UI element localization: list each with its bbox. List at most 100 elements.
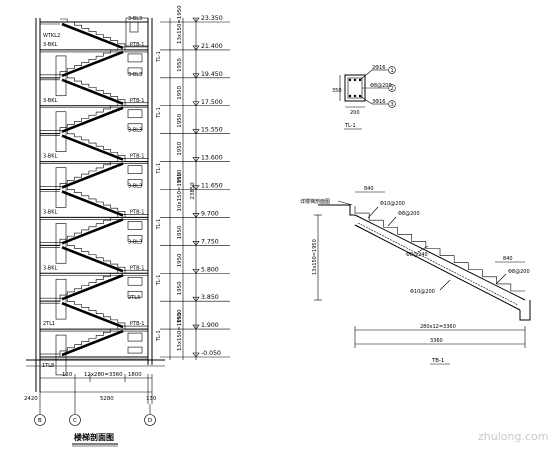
level-mark: 5.800 bbox=[201, 266, 219, 273]
dim-130: 130 bbox=[146, 396, 157, 402]
section-floors: 2TL13-BKL3-BKL3-BKL3-BKL3-BKL2TL33-BL33-… bbox=[39, 16, 162, 376]
col-tag: TL-1 bbox=[156, 51, 162, 63]
slab-caption: 详楼梯剖面图 bbox=[300, 198, 330, 205]
stair-flight bbox=[61, 329, 124, 357]
vdim-label: 1950 bbox=[177, 253, 183, 267]
stair-flight bbox=[61, 162, 124, 189]
beam-tag: 2TL3 bbox=[128, 295, 140, 301]
beam-label: TL-1 bbox=[344, 123, 356, 129]
axis-b-bubble bbox=[34, 414, 46, 426]
vdim-label: 1950 bbox=[177, 309, 183, 323]
watermark: zhulong.com bbox=[478, 430, 548, 443]
stair-treads bbox=[59, 325, 125, 354]
level-mark: 3.850 bbox=[201, 294, 219, 301]
window bbox=[127, 53, 143, 63]
vdim-label: 1950 bbox=[177, 113, 183, 127]
level-mark: 11.650 bbox=[201, 183, 223, 190]
stair-flight bbox=[61, 218, 124, 245]
stair-treads bbox=[60, 242, 126, 271]
slab-note-2: Φ8@200 bbox=[398, 211, 420, 217]
slab-steps bbox=[354, 206, 525, 292]
col-tag: TL-1 bbox=[156, 107, 162, 119]
slab-label: TB-1 bbox=[431, 358, 444, 364]
bottom-dims: 120 12x280=3360 1800 2420 5280 130 bbox=[24, 372, 157, 404]
marker-3: 3 bbox=[391, 102, 394, 108]
landing-slab bbox=[124, 325, 149, 330]
stair-treads bbox=[59, 269, 125, 299]
vdim-label: 1950 bbox=[177, 58, 183, 72]
beam-tag: 3-BL3 bbox=[128, 239, 142, 245]
stair-flight bbox=[61, 246, 124, 273]
section-title: 楼梯剖面图 bbox=[74, 432, 114, 442]
stair-treads bbox=[59, 102, 125, 131]
window bbox=[127, 235, 143, 242]
slab-note-1: Φ10@200 bbox=[380, 201, 405, 207]
window bbox=[127, 276, 143, 286]
stair-treads bbox=[59, 214, 125, 243]
stair-flight bbox=[61, 134, 124, 161]
beam-detail: 350 200 2Φ16 Φ8@200 3Φ16 1 2 3 TL-1 bbox=[332, 65, 396, 130]
window bbox=[127, 346, 143, 354]
plat-tag: PTB-1 bbox=[130, 98, 145, 104]
stair-flight bbox=[61, 78, 124, 105]
stair-section bbox=[26, 17, 165, 392]
beam-tag: 3-BKL bbox=[43, 154, 58, 160]
beam-tag: 3-BL3 bbox=[128, 184, 142, 190]
landing-slab bbox=[124, 269, 149, 274]
landing-slab bbox=[39, 130, 61, 134]
window bbox=[127, 290, 143, 298]
plat-tag: PTB-1 bbox=[130, 209, 145, 215]
vdim-label: 13x150=1950 bbox=[177, 312, 183, 351]
slab-note-3: Φ8@200 bbox=[508, 269, 530, 275]
stair-flight bbox=[61, 190, 124, 217]
stair-treads bbox=[60, 74, 126, 103]
stair-treads bbox=[59, 46, 125, 75]
stair-treads bbox=[60, 297, 126, 327]
landing-slab bbox=[39, 242, 61, 246]
landing-slab bbox=[124, 158, 149, 162]
col-tag: TL-1 bbox=[156, 275, 162, 287]
beam-tag: 3-BL3 bbox=[128, 72, 142, 78]
vdim-label: 1950 bbox=[177, 225, 183, 239]
level-mark: 23.350 bbox=[201, 15, 223, 22]
window bbox=[55, 334, 67, 376]
plat-tag: PTB-1 bbox=[130, 265, 145, 271]
level-mark: 19.450 bbox=[201, 71, 223, 78]
stair-flight bbox=[61, 50, 124, 78]
window bbox=[127, 123, 143, 131]
beam-tag: 3-BKL bbox=[43, 265, 58, 271]
landing-slab bbox=[124, 214, 149, 218]
marker-2: 2 bbox=[391, 86, 394, 92]
beam-stirrup: Φ8@200 bbox=[370, 83, 392, 89]
landing-slab bbox=[39, 186, 61, 190]
level-mark: 17.500 bbox=[201, 99, 223, 106]
vdim-label: 1950 bbox=[177, 281, 183, 295]
dim-2420: 2420 bbox=[24, 396, 38, 402]
total-height: 23850 bbox=[190, 182, 196, 200]
base-tag: 1TL8 bbox=[42, 363, 54, 369]
window bbox=[127, 165, 143, 174]
slab-dim-rise: 13x150=1950 bbox=[312, 239, 318, 275]
vertical-dim-labels: 13x150=19501950195019501950195010x150=19… bbox=[177, 5, 196, 351]
beam-height: 350 bbox=[332, 88, 342, 94]
landing-slab bbox=[124, 46, 149, 51]
stair-treads bbox=[60, 186, 126, 215]
col-tag: TL-1 bbox=[156, 330, 162, 342]
axis-c-bubble bbox=[69, 414, 81, 426]
dim-120: 120 bbox=[62, 372, 73, 378]
window bbox=[55, 223, 67, 264]
slab-mid-note: Φ8@240 bbox=[406, 252, 428, 258]
level-mark: 15.550 bbox=[201, 127, 223, 134]
window bbox=[55, 55, 67, 97]
window bbox=[55, 111, 67, 152]
col-tag: TL-1 bbox=[156, 219, 162, 231]
beam-width: 200 bbox=[350, 110, 360, 116]
slab-dim-total: 3360 bbox=[430, 338, 443, 344]
beam-rebar-top: 2Φ16 bbox=[372, 65, 385, 71]
slab-note-4: Φ10@200 bbox=[410, 289, 435, 295]
vdim-label: 10x150=1950 bbox=[177, 172, 183, 211]
window bbox=[55, 167, 67, 208]
vertical-dims bbox=[169, 18, 197, 360]
axis-d: D bbox=[148, 418, 152, 424]
level-mark: 13.600 bbox=[201, 155, 223, 162]
